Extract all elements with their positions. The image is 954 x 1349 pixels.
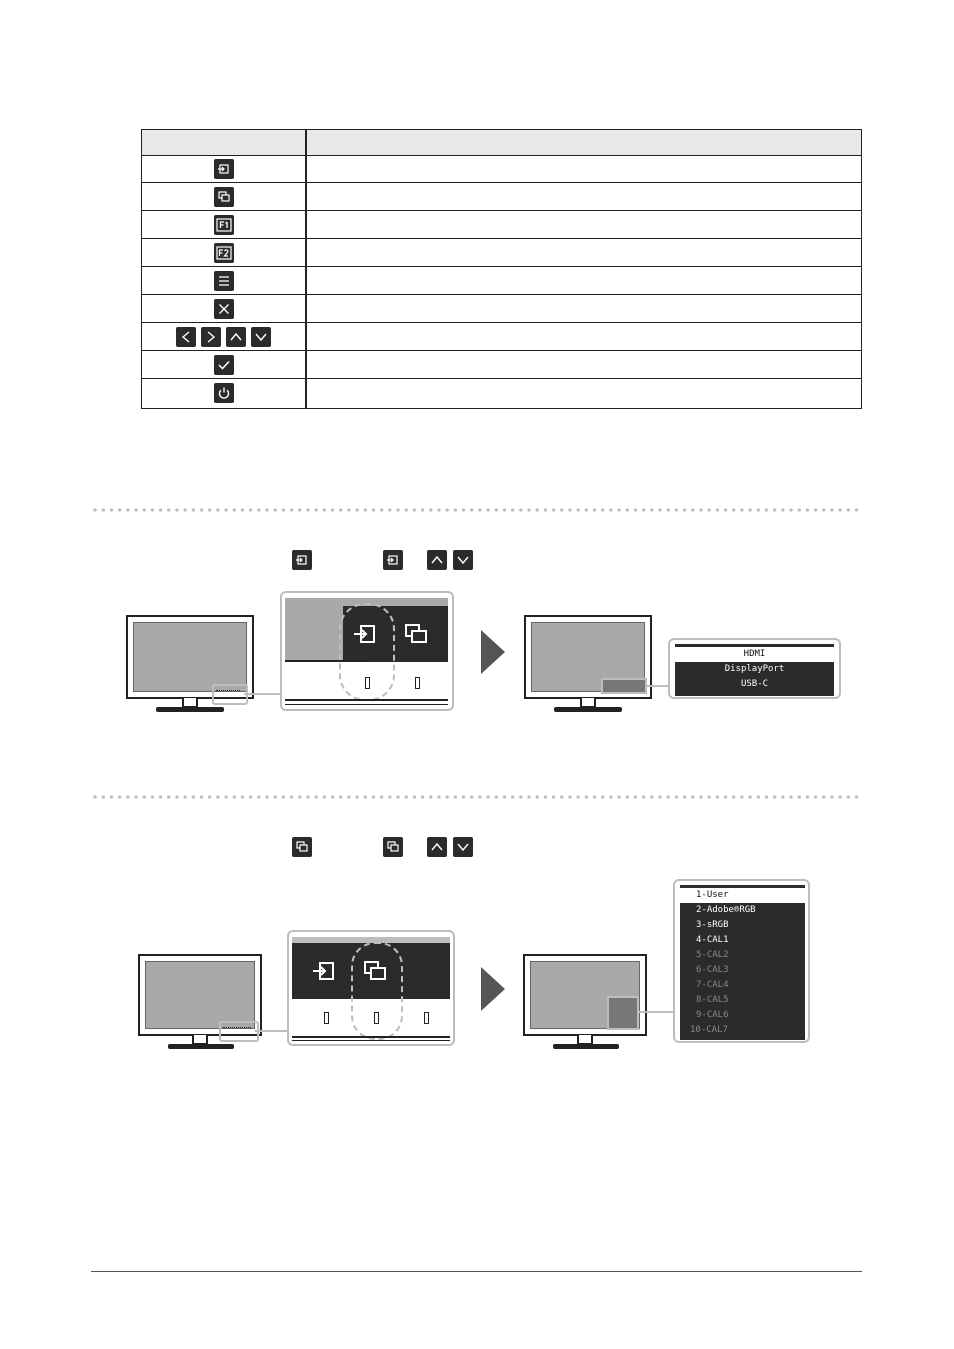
color-mode-option[interactable]: 3-sRGB (696, 920, 729, 930)
color-mode-icon (404, 623, 430, 650)
checkmark-icon (213, 354, 234, 375)
arrow-right-icon (481, 967, 505, 1011)
table-row (142, 267, 861, 295)
down-arrow-icon (251, 326, 271, 347)
menu-option-hdmi[interactable]: HDMI (675, 647, 834, 662)
table-row (142, 323, 861, 351)
color-mode-option[interactable]: 6-CAL3 (696, 965, 729, 975)
down-arrow-icon (453, 550, 473, 570)
color-mode-icon (292, 837, 312, 857)
row-description (307, 183, 861, 210)
row-description (307, 379, 861, 407)
row-description (307, 323, 861, 350)
input-select-icon (292, 550, 312, 570)
table-row (142, 351, 861, 379)
menu-icon (213, 270, 234, 291)
up-arrow-icon (427, 837, 447, 857)
power-icon (213, 383, 234, 403)
color-mode-option[interactable]: 7-CAL4 (696, 980, 729, 990)
table-row (142, 239, 861, 267)
color-mode-option[interactable]: 9-CAL6 (696, 1010, 729, 1020)
right-arrow-icon (201, 326, 221, 347)
section-divider (91, 795, 862, 799)
color-mode-option[interactable]: 1-User (680, 888, 805, 903)
footer-rule (91, 1271, 862, 1272)
arrow-keys-icon (142, 323, 305, 350)
button-closeup-callout (287, 930, 455, 1046)
row-description (307, 239, 861, 266)
table-row (142, 379, 861, 407)
input-select-icon (383, 550, 403, 570)
row-description (307, 295, 861, 322)
table-header (142, 130, 861, 156)
button-guide-table (141, 129, 862, 409)
row-description (307, 351, 861, 378)
color-mode-icon (383, 837, 403, 857)
color-mode-icon (213, 186, 234, 207)
table-row (142, 183, 861, 211)
row-description (307, 155, 861, 182)
arrow-right-icon (481, 630, 505, 674)
up-arrow-icon (427, 550, 447, 570)
color-mode-option[interactable]: 10-CAL7 (690, 1025, 728, 1035)
button-closeup-callout (280, 591, 454, 711)
function-f2-icon (213, 242, 234, 263)
row-description (307, 211, 861, 238)
function-f1-icon (213, 214, 234, 235)
input-select-icon (311, 960, 337, 987)
input-signal-menu: HDMI DisplayPort USB-C (675, 644, 834, 696)
menu-option-usbc[interactable]: USB-C (740, 679, 769, 689)
down-arrow-icon (453, 837, 473, 857)
color-mode-menu: 1-User 2-Adobe®RGB 3-sRGB 4-CAL1 5-CAL2 … (680, 885, 805, 1040)
color-mode-menu-callout: 1-User 2-Adobe®RGB 3-sRGB 4-CAL1 5-CAL2 … (673, 879, 810, 1043)
section-divider (91, 508, 862, 512)
input-select-icon (352, 623, 378, 650)
input-select-icon (213, 158, 234, 179)
table-row (142, 211, 861, 239)
color-mode-option[interactable]: 5-CAL2 (696, 950, 729, 960)
menu-option-displayport[interactable]: DisplayPort (724, 664, 785, 674)
color-mode-option[interactable]: 2-Adobe®RGB (696, 905, 756, 915)
left-arrow-icon (176, 326, 196, 347)
row-description (307, 267, 861, 294)
close-icon (213, 298, 234, 319)
color-mode-option[interactable]: 8-CAL5 (696, 995, 729, 1005)
table-row (142, 155, 861, 183)
color-mode-option[interactable]: 4-CAL1 (696, 935, 729, 945)
up-arrow-icon (226, 326, 246, 347)
table-row (142, 295, 861, 323)
input-menu-callout: HDMI DisplayPort USB-C (668, 638, 841, 699)
